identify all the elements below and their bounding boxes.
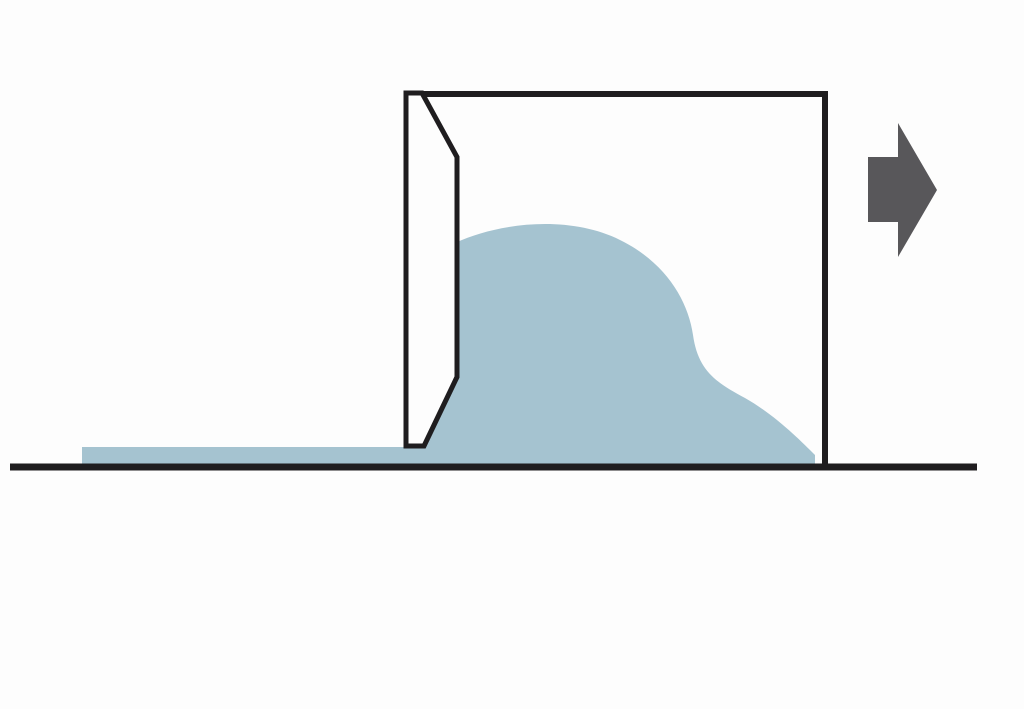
blade (403, 90, 460, 449)
direction-arrow (868, 123, 937, 257)
material-layer (82, 447, 422, 464)
open-box (412, 91, 828, 466)
material-pile (422, 224, 815, 464)
